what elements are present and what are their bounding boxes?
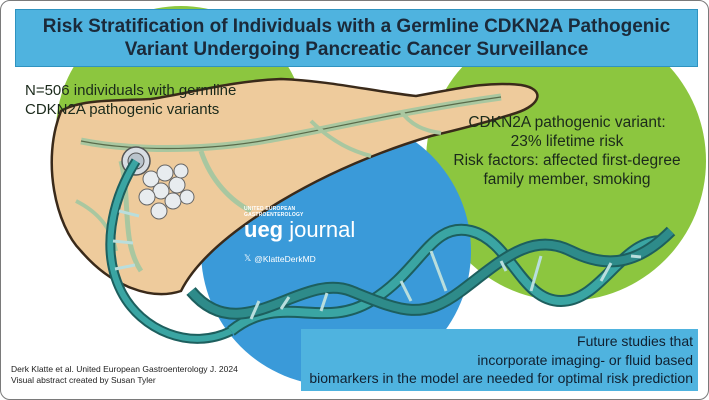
citation-line-2: Visual abstract created by Susan Tyler <box>11 375 156 385</box>
title-banner: Risk Stratification of Individuals with … <box>15 9 698 67</box>
future-studies-banner <box>301 329 698 391</box>
cohort-note: N=506 individuals with germline CDKN2A p… <box>25 81 236 119</box>
logo-brand: ueg <box>244 217 284 242</box>
citation: Derk Klatte et al. United European Gastr… <box>11 364 238 386</box>
citation-line-1: Derk Klatte et al. United European Gastr… <box>11 364 238 374</box>
risk-note-line-3: Risk factors: affected first-degree <box>453 152 681 169</box>
pancreas-illustration <box>50 77 539 296</box>
risk-note-line-2: 23% lifetime risk <box>510 133 624 150</box>
risk-note: CDKN2A pathogenic variant: 23% lifetime … <box>433 113 701 189</box>
x-logo-icon: 𝕏 <box>244 254 252 264</box>
risk-note-line-1: CDKN2A pathogenic variant: <box>468 114 666 131</box>
title-line-2: Variant Undergoing Pancreatic Cancer Sur… <box>124 39 589 60</box>
logo-small-line-1: UNITED EUROPEAN <box>244 206 296 212</box>
risk-note-line-4: family member, smoking <box>483 171 651 188</box>
future-studies-line-3: biomarkers in the model are needed for o… <box>309 370 693 386</box>
logo-journal: journal <box>289 217 356 242</box>
social-handle: 𝕏 @KlatteDerkMD <box>244 254 316 264</box>
logo-wordmark: ueg journal <box>244 218 384 242</box>
logo-small-line-2: GASTROENTEROLOGY <box>244 211 304 218</box>
future-studies-note: Future studies that incorporate imaging-… <box>301 332 693 388</box>
future-studies-line-2: incorporate imaging- or fluid based <box>477 351 693 368</box>
title-line-1: Risk Stratification of Individuals with … <box>42 16 671 37</box>
cohort-note-line-2: CDKN2A pathogenic variants <box>25 101 220 118</box>
social-handle-text: @KlatteDerkMD <box>254 254 316 264</box>
ueg-journal-logo: UNITED EUROPEAN GASTROENTEROLOGY ueg jou… <box>244 206 384 242</box>
dna-helix-illustration <box>105 158 676 344</box>
future-studies-line-1: Future studies that <box>577 333 693 349</box>
cohort-note-line-1: N=506 individuals with germline <box>25 82 237 99</box>
